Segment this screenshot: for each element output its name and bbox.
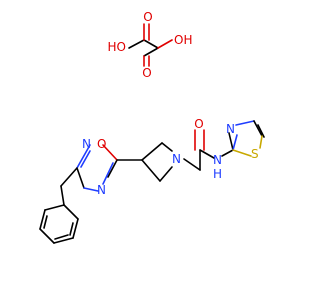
oxalic-acid: [128, 23, 173, 67]
azetidine-ring: [116, 142, 173, 182]
atom-label-thiazole-n: N: [226, 122, 235, 136]
bond: [257, 124, 265, 138]
bond: [60, 185, 65, 206]
bond: [141, 159, 161, 182]
bond: [232, 149, 252, 157]
bond: [102, 144, 118, 161]
bond: [44, 204, 65, 211]
atom-label-oxadiazole-n-upper: N: [82, 137, 91, 151]
atom-label-thiazole-s: S: [251, 147, 259, 161]
bond: [102, 162, 114, 185]
bond: [107, 159, 118, 178]
atom-label-amide-n: N: [213, 153, 222, 167]
bond: [63, 204, 79, 220]
atom-labels: HO O OH O O N N N O N H N S: [82, 10, 259, 197]
atom-label-oh: OH: [174, 33, 192, 47]
bond: [83, 187, 99, 192]
bond: [80, 150, 91, 168]
bond: [141, 142, 163, 161]
bond: [76, 144, 91, 169]
thiazole-ring: [228, 120, 265, 157]
bond: [235, 120, 255, 126]
bond: [221, 149, 234, 157]
bond: [39, 228, 55, 244]
bond: [253, 120, 263, 137]
bond: [228, 132, 234, 151]
bond: [128, 39, 145, 49]
molecule-diagram: HO O OH O O N N N O N H N S: [39, 10, 265, 244]
atom-label-oxadiazole-o: O: [97, 137, 106, 151]
bond: [199, 149, 215, 159]
bond: [72, 218, 79, 239]
bond: [259, 135, 263, 149]
bond: [143, 47, 159, 57]
bond: [53, 237, 74, 244]
bond: [143, 39, 159, 49]
atom-label-o-top: O: [143, 10, 152, 24]
bond: [39, 209, 46, 230]
bond: [232, 134, 238, 151]
atom-label-oxadiazole-n-lower: N: [97, 183, 106, 197]
bond: [60, 167, 78, 187]
amide-chain: [183, 129, 234, 171]
atom-label-o-bottom: O: [142, 66, 151, 80]
atom-label-amide-h: H: [213, 167, 222, 181]
atom-label-azetidine-n: N: [172, 152, 181, 166]
atom-label-ho: HO: [108, 40, 126, 54]
bond: [69, 222, 74, 236]
bond: [161, 142, 173, 152]
atom-label-amide-o: O: [194, 117, 203, 131]
bond: [157, 39, 173, 49]
bond: [183, 158, 201, 171]
bond: [54, 234, 69, 240]
oxadiazole-ring: [76, 144, 118, 192]
bond: [76, 167, 85, 189]
bond: [43, 215, 48, 229]
benzyl-group: [39, 167, 79, 244]
bond: [159, 166, 173, 182]
structure-svg: HO O OH O O N N N O N H N S: [39, 10, 265, 244]
